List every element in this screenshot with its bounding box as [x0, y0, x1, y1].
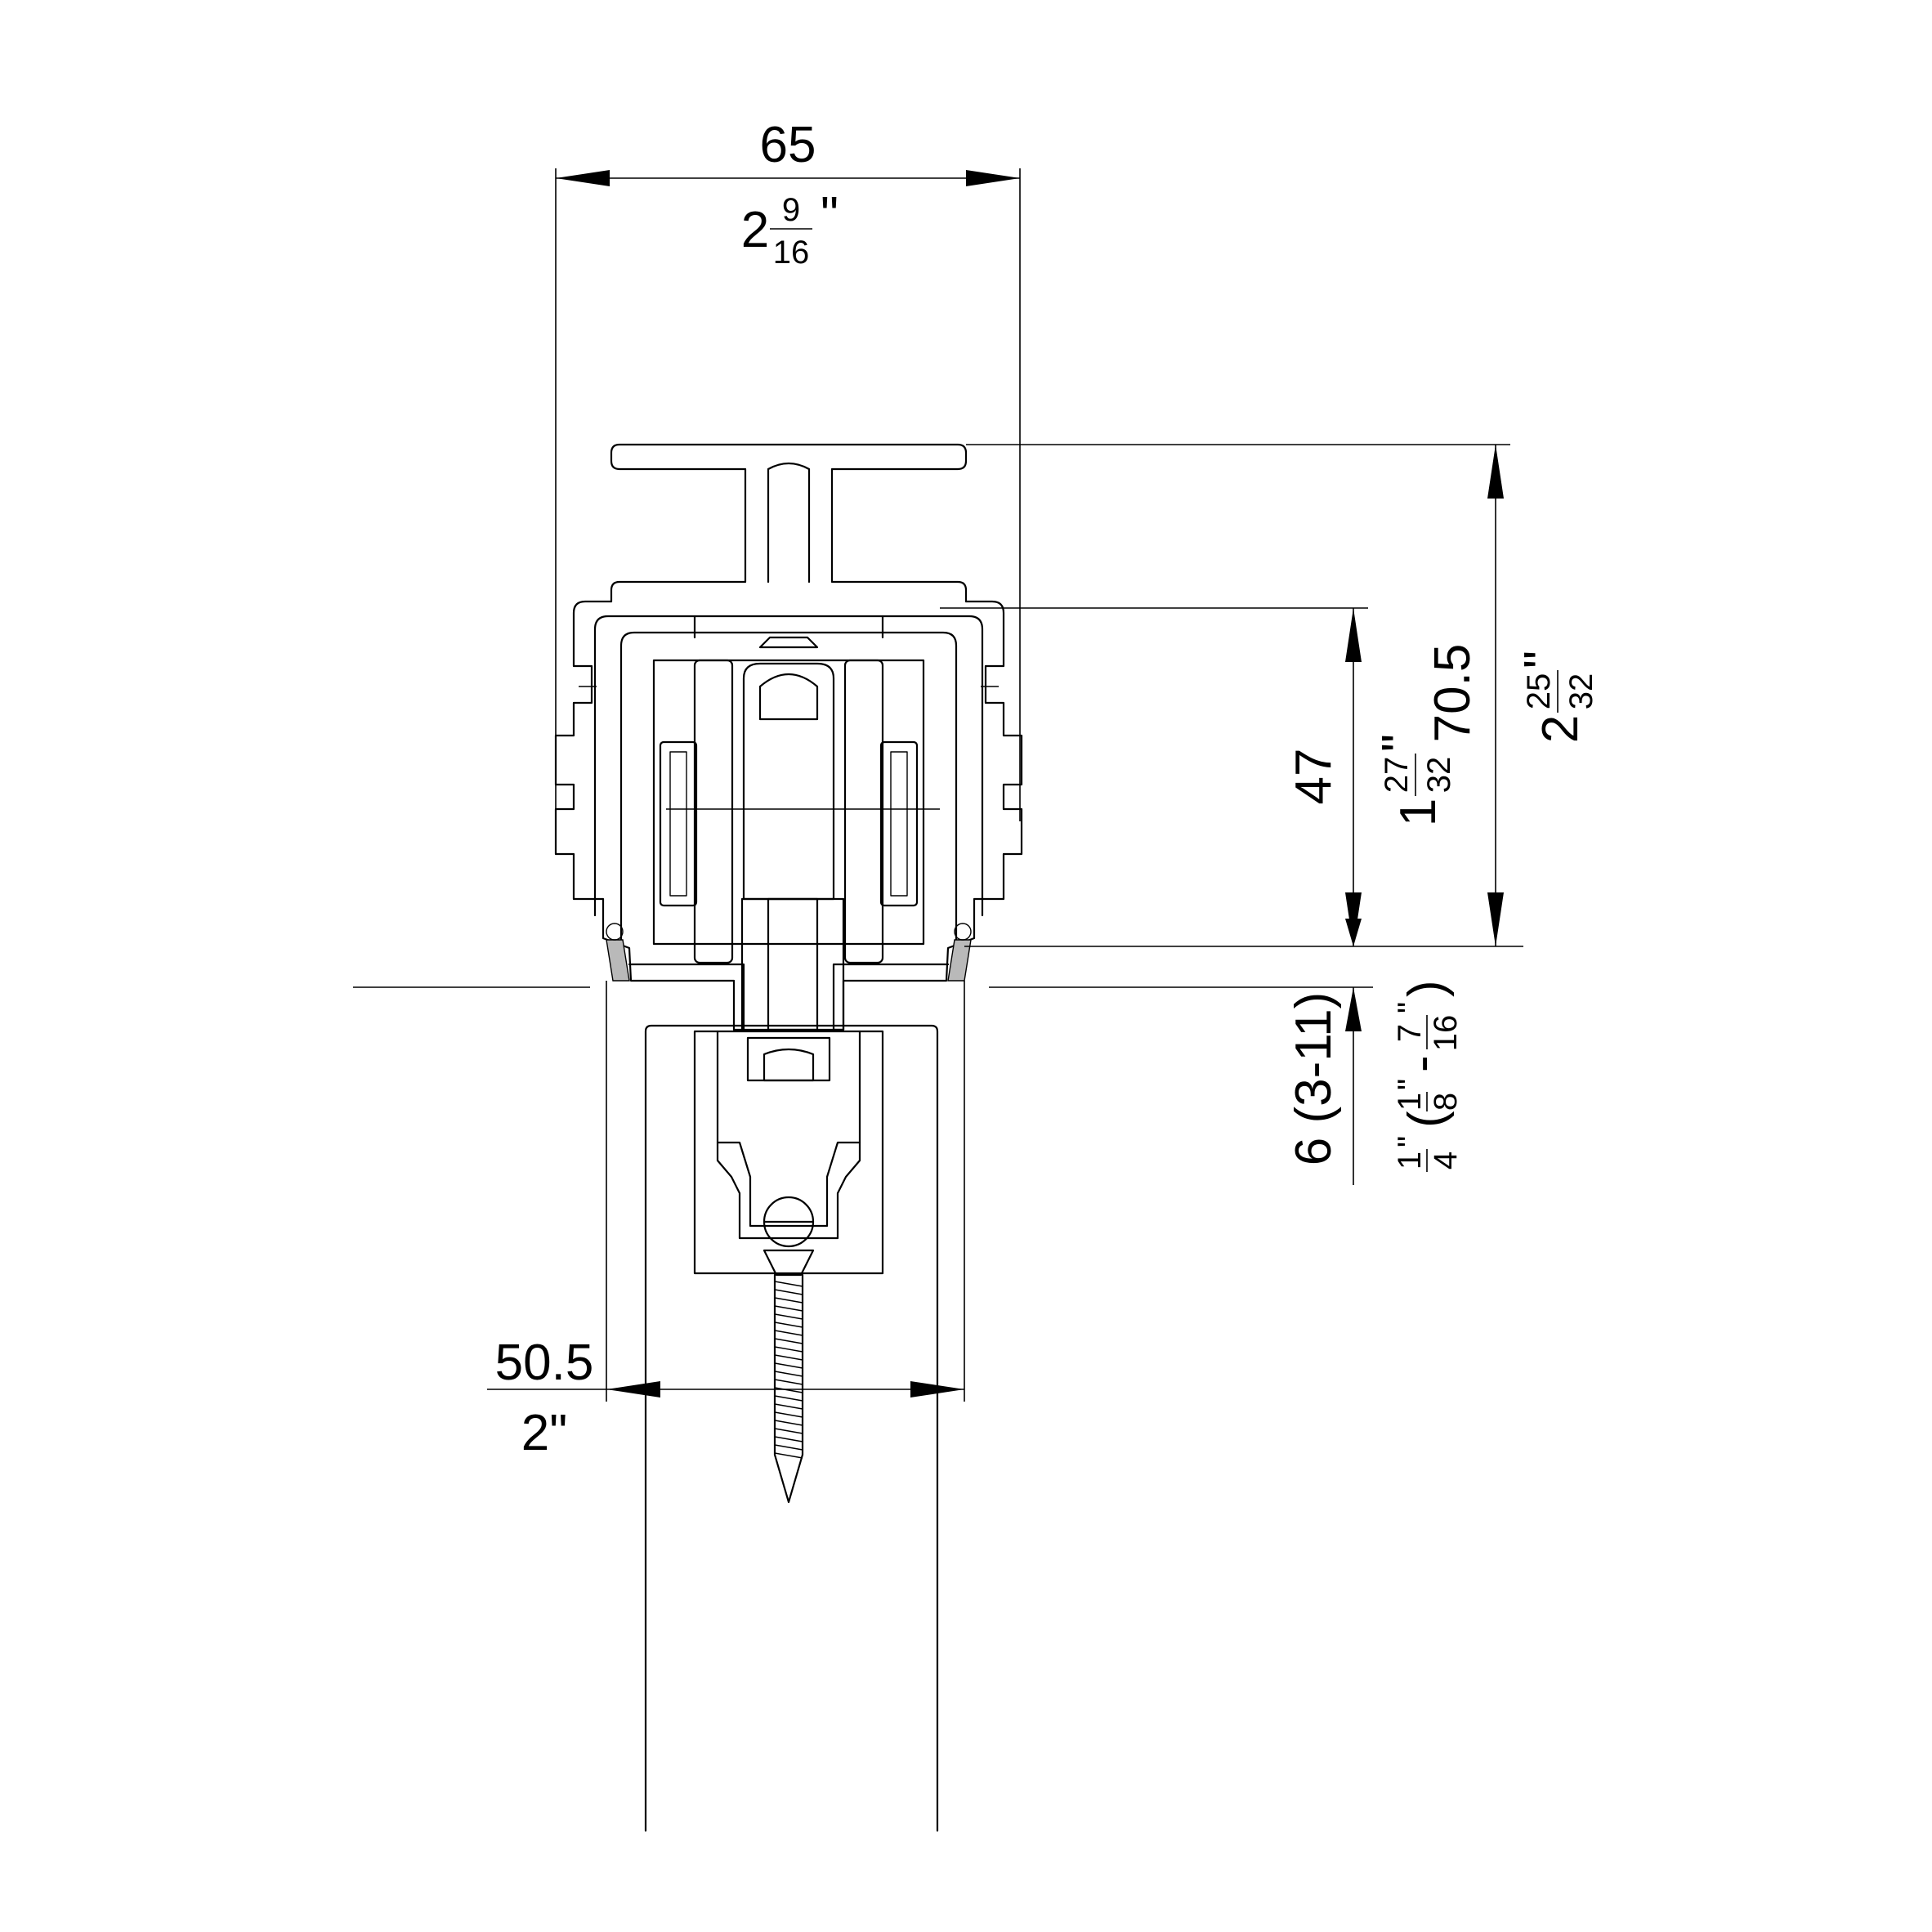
gap-inch-denominator: 4	[1428, 1152, 1464, 1169]
roller-carriage	[652, 636, 940, 1031]
door-thickness-inch-label: 2"	[521, 1405, 568, 1461]
gap-range-b-denominator: 16	[1428, 1015, 1464, 1052]
gap-range-close: )	[1398, 980, 1455, 997]
height-inch-whole: 2	[1532, 715, 1589, 743]
height-inch-denominator: 32	[1563, 673, 1599, 710]
track-height-inch-mark: "	[1372, 734, 1429, 752]
gap-inch-numerator: 1	[1392, 1152, 1428, 1169]
gap-range-open: (	[1398, 1111, 1455, 1128]
dimension-floor-gap: 6 (3-11) 1 4 " ( 1 8 " - 7 16 " )	[353, 919, 1464, 1185]
gap-inch-mark: "	[1392, 1136, 1428, 1147]
width-inch-denominator: 16	[773, 235, 810, 271]
width-inch-mark: "	[821, 187, 839, 244]
track-height-inch-whole: 1	[1390, 798, 1447, 826]
dimension-total-width: 65 2 9 16 "	[555, 117, 1021, 821]
track-profile	[554, 600, 1023, 1031]
track-height-mm-label: 47	[1286, 749, 1342, 805]
door-clamp	[693, 1030, 884, 1275]
width-mm-label: 65	[760, 117, 816, 173]
track-height-inch-denominator: 32	[1421, 757, 1457, 794]
dimension-total-height: 70.5 2 25 32 "	[966, 444, 1599, 946]
width-inch-numerator: 9	[782, 192, 800, 228]
dimension-door-thickness: 50.5 2"	[487, 981, 965, 1461]
gap-range-b-mark: "	[1392, 1002, 1428, 1013]
door-panel	[644, 1024, 939, 1832]
brush-seals	[606, 923, 972, 982]
height-inch-mark: "	[1514, 651, 1571, 669]
height-inch-numerator: 25	[1521, 673, 1557, 710]
gap-range-a-numerator: 1	[1392, 1093, 1428, 1111]
door-thickness-mm-label: 50.5	[495, 1335, 594, 1391]
gap-range-a-denominator: 8	[1428, 1093, 1464, 1111]
gap-mm-label: 6 (3-11)	[1286, 992, 1342, 1166]
height-mm-label: 70.5	[1424, 644, 1481, 743]
track-height-inch-numerator: 27	[1379, 757, 1415, 794]
width-inch-whole: 2	[741, 202, 769, 258]
mounting-t-profile	[610, 443, 968, 603]
gap-range-a-mark: "	[1392, 1079, 1428, 1090]
wood-screw	[763, 1249, 815, 1504]
dimension-track-height: 47 1 27 32 "	[940, 607, 1523, 947]
gap-range-separator: -	[1393, 1055, 1450, 1072]
gap-range-b-numerator: 7	[1392, 1024, 1428, 1042]
